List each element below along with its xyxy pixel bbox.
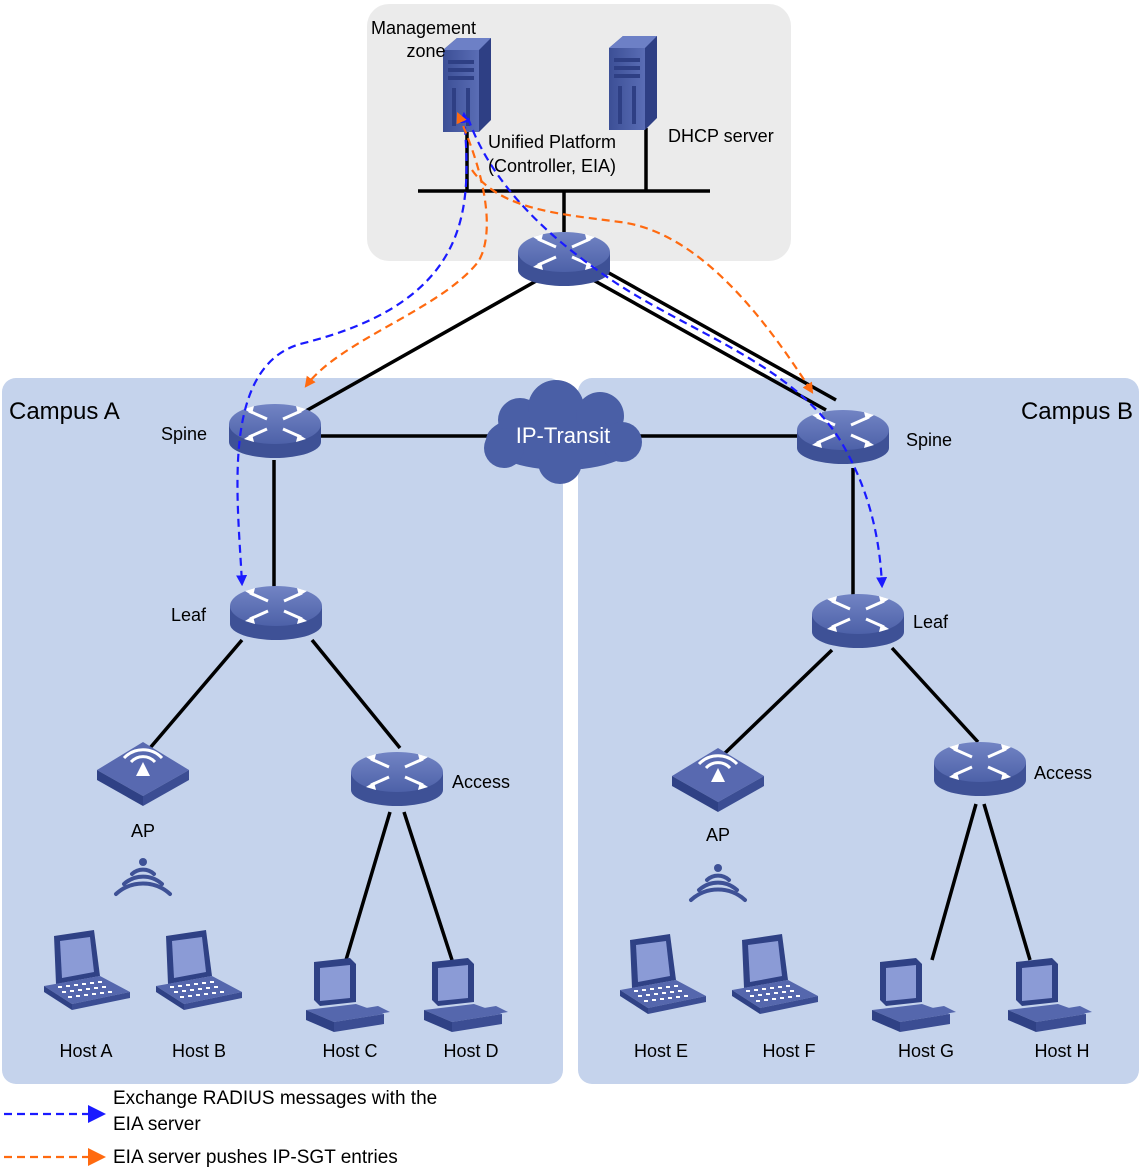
host-g-label: Host G <box>898 1041 954 1061</box>
access-a-icon <box>349 750 445 808</box>
leaf-a-label: Leaf <box>171 605 207 625</box>
dhcp-server-icon <box>609 36 657 130</box>
host-h-label: Host H <box>1034 1041 1089 1061</box>
spine-b-label: Spine <box>906 430 952 450</box>
host-a-label: Host A <box>59 1041 112 1061</box>
leaf-b-label: Leaf <box>913 612 949 632</box>
legend: Exchange RADIUS messages with the EIA se… <box>4 1088 443 1168</box>
legend-radius-arrowhead-icon <box>88 1105 106 1123</box>
campus-a-label: Campus A <box>9 398 120 425</box>
access-b-label: Access <box>1034 763 1092 783</box>
management-zone-line2: zone <box>406 41 445 61</box>
legend-radius-line1: Exchange RADIUS messages with the <box>113 1088 437 1109</box>
unified-platform-line1: Unified Platform <box>488 132 616 152</box>
unified-platform-server-icon <box>443 38 491 132</box>
dhcp-server-label: DHCP server <box>668 126 774 146</box>
access-a-label: Access <box>452 772 510 792</box>
radius-arrow-campus-b <box>466 117 888 589</box>
ip-transit-cloud: IP-Transit <box>484 380 642 484</box>
host-c-label: Host C <box>322 1041 377 1061</box>
ap-b-label: AP <box>706 825 730 845</box>
legend-ipsgt-label: EIA server pushes IP-SGT entries <box>113 1147 398 1168</box>
legend-ipsgt-arrowhead-icon <box>88 1148 106 1166</box>
legend-radius-label: Exchange RADIUS messages with the EIA se… <box>113 1088 443 1135</box>
flow-arrows <box>236 111 888 589</box>
ap-a-label: AP <box>131 821 155 841</box>
spine-a-icon <box>227 402 323 460</box>
access-b-icon <box>932 740 1028 798</box>
campus-b-box <box>578 378 1139 1084</box>
legend-radius-line2: EIA server <box>113 1114 201 1135</box>
campus-b-label: Campus B <box>1021 398 1133 425</box>
management-zone-label: Management zone <box>371 18 481 61</box>
host-e-label: Host E <box>634 1041 688 1061</box>
management-zone-line1: Management <box>371 18 476 38</box>
host-d-label: Host D <box>443 1041 498 1061</box>
leaf-a-icon <box>228 584 324 642</box>
spine-a-label: Spine <box>161 424 207 444</box>
host-b-label: Host B <box>172 1041 226 1061</box>
core-router-icon <box>516 230 612 288</box>
unified-platform-line2: (Controller, EIA) <box>488 156 616 176</box>
leaf-b-icon <box>810 592 906 650</box>
spine-b-icon <box>795 408 891 466</box>
unified-platform-label: Unified Platform (Controller, EIA) <box>488 132 621 176</box>
host-f-label: Host F <box>762 1041 815 1061</box>
ip-transit-label: IP-Transit <box>516 423 611 448</box>
